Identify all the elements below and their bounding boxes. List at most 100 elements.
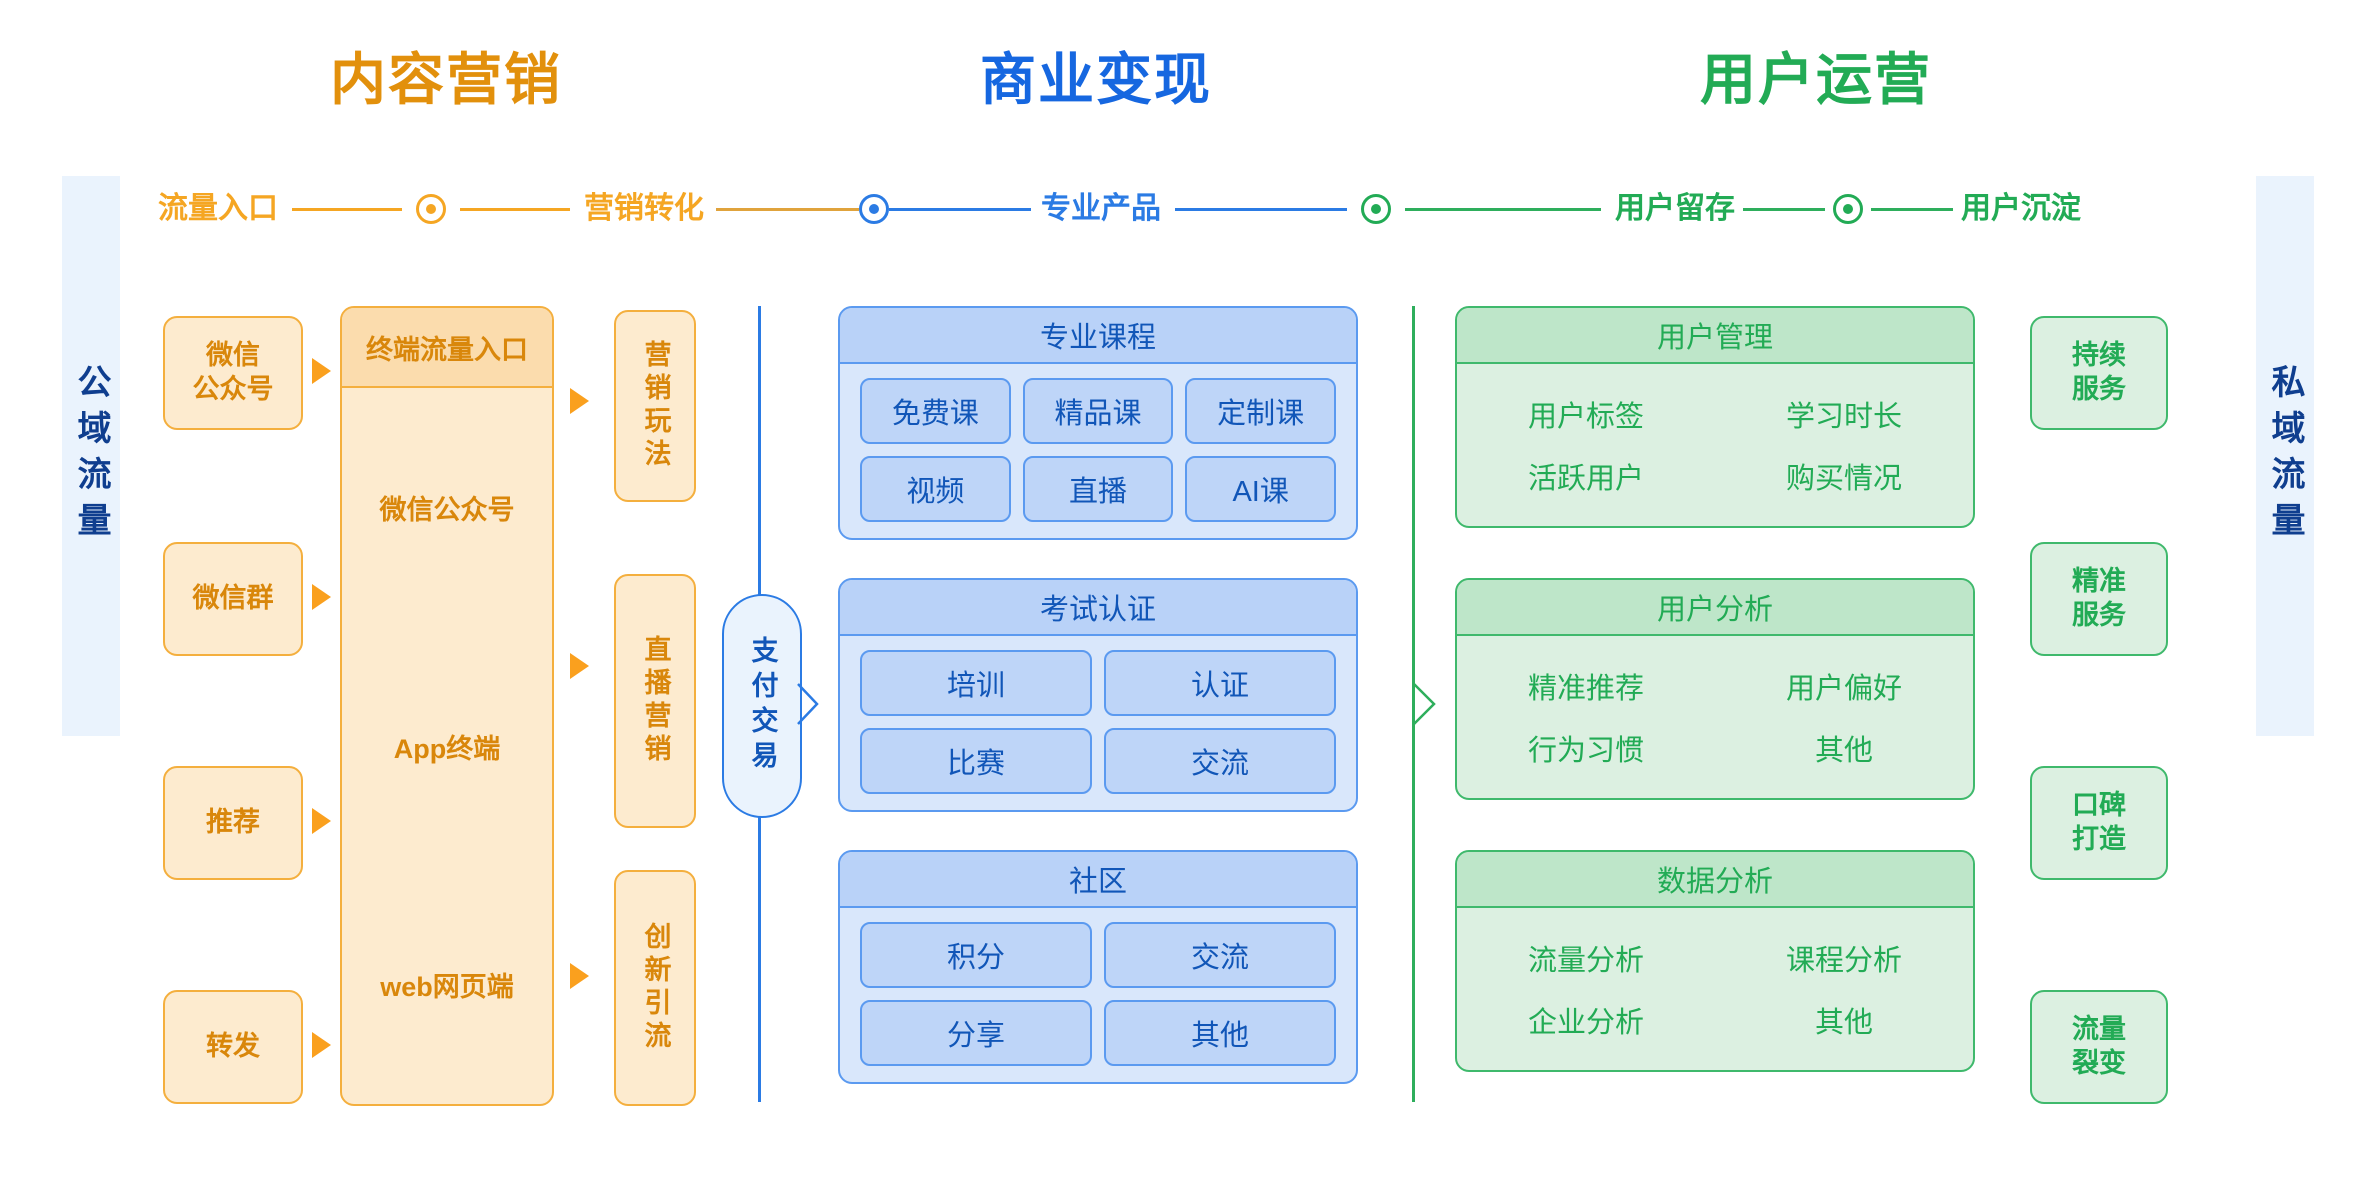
payment-transaction-label: 支付交易 <box>747 636 778 776</box>
terminal-traffic-entry-box[interactable]: 终端流量入口 微信公众号 App终端 web网页端 <box>340 306 554 1106</box>
terminal-traffic-entry-header: 终端流量入口 <box>342 308 552 388</box>
arrow-right-icon-6 <box>570 653 589 679</box>
outcome-chip-line2: 服务 <box>2072 600 2126 630</box>
product-chip-exchange[interactable]: 交流 <box>1104 922 1336 988</box>
timeline-node-1 <box>416 194 446 224</box>
timeline-segment-5b <box>1871 207 1953 211</box>
product-chip-other[interactable]: 其他 <box>1104 1000 1336 1066</box>
entry-chip-forward[interactable]: 转发 <box>163 990 303 1104</box>
payment-chevron-icon <box>797 683 819 725</box>
product-panel-title: 社区 <box>840 852 1356 908</box>
timeline-label-traffic-entry: 流量入口 <box>158 192 278 225</box>
operation-item-traffic-analysis[interactable]: 流量分析 <box>1527 945 1644 977</box>
operation-panel-grid: 流量分析 课程分析 企业分析 其他 <box>1457 908 1973 1070</box>
outcome-chip-line2: 打造 <box>2072 824 2126 854</box>
operation-panel-title: 用户分析 <box>1457 580 1973 636</box>
product-chip-ai-course[interactable]: AI课 <box>1185 456 1336 522</box>
terminal-item-wechat-official[interactable]: 微信公众号 <box>379 494 515 525</box>
section-title-monetization: 商业变现 <box>980 48 1212 111</box>
timeline-segment-1 <box>292 207 402 211</box>
entry-chip-wechat-official[interactable]: 微信 公众号 <box>163 316 303 430</box>
outcome-chip-reputation-building[interactable]: 口碑 打造 <box>2030 766 2168 880</box>
play-box-marketing-tactics[interactable]: 营销玩法 <box>614 310 696 502</box>
product-panel-exam-certification[interactable]: 考试认证 培训 认证 比赛 交流 <box>838 578 1358 812</box>
play-box-label: 创新引流 <box>640 922 671 1054</box>
operation-panel-user-management[interactable]: 用户管理 用户标签 学习时长 活跃用户 购买情况 <box>1455 306 1975 528</box>
outcome-chip-traffic-fission[interactable]: 流量 裂变 <box>2030 990 2168 1104</box>
product-chip-points[interactable]: 积分 <box>860 922 1092 988</box>
timeline-label-user-precipitation: 用户沉淀 <box>1961 192 2081 225</box>
product-chip-free-course[interactable]: 免费课 <box>860 378 1011 444</box>
product-panel-community[interactable]: 社区 积分 交流 分享 其他 <box>838 850 1358 1084</box>
play-box-label: 直播营销 <box>640 635 671 767</box>
entry-chip-line1: 转发 <box>206 1031 260 1062</box>
timeline-label-marketing-conversion: 营销转化 <box>584 192 704 225</box>
play-box-live-marketing[interactable]: 直播营销 <box>614 574 696 828</box>
product-panel-professional-courses[interactable]: 专业课程 免费课 精品课 定制课 视频 直播 AI课 <box>838 306 1358 540</box>
product-chip-premium-course[interactable]: 精品课 <box>1022 378 1174 444</box>
operation-panel-user-analysis[interactable]: 用户分析 精准推荐 用户偏好 行为习惯 其他 <box>1455 578 1975 800</box>
operation-item-precise-recommendation[interactable]: 精准推荐 <box>1527 673 1644 705</box>
operation-item-behavior-habit[interactable]: 行为习惯 <box>1527 735 1644 767</box>
entry-chip-line2: 公众号 <box>192 374 274 404</box>
timeline-node-2 <box>859 194 889 224</box>
public-domain-traffic-column: 公域流量 <box>62 176 120 736</box>
product-chip-custom-course[interactable]: 定制课 <box>1185 378 1336 444</box>
operation-item-user-tag[interactable]: 用户标签 <box>1527 401 1644 433</box>
operation-item-purchase-status[interactable]: 购买情况 <box>1785 463 1902 495</box>
timeline-segment-3b <box>889 207 1031 211</box>
timeline-segment-4b <box>1405 207 1601 211</box>
arrow-right-icon-3 <box>312 808 331 834</box>
operation-rail-line <box>1412 306 1415 1102</box>
terminal-item-app[interactable]: App终端 <box>393 733 501 764</box>
stage-timeline: 流量入口 营销转化 专业产品 用户留存 用户沉淀 <box>0 186 2378 232</box>
product-chip-certification[interactable]: 认证 <box>1104 650 1336 716</box>
outcome-chip-line2: 裂变 <box>2072 1048 2126 1078</box>
outcome-chip-line1: 流量 <box>2072 1014 2126 1045</box>
timeline-segment-3a <box>716 207 859 211</box>
entry-chip-line1: 微信群 <box>192 583 274 614</box>
entry-chip-wechat-group[interactable]: 微信群 <box>163 542 303 656</box>
timeline-segment-5a <box>1743 207 1825 211</box>
product-chip-live[interactable]: 直播 <box>1022 456 1174 522</box>
operation-item-enterprise-analysis[interactable]: 企业分析 <box>1527 1007 1644 1039</box>
operation-item-other[interactable]: 其他 <box>1814 735 1873 767</box>
operation-panel-grid: 精准推荐 用户偏好 行为习惯 其他 <box>1457 636 1973 798</box>
arrow-right-icon-7 <box>570 963 589 989</box>
operation-item-study-duration[interactable]: 学习时长 <box>1785 401 1902 433</box>
operation-chevron-icon <box>1412 682 1436 726</box>
timeline-label-professional-product: 专业产品 <box>1041 192 1161 225</box>
private-domain-traffic-label: 私域流量 <box>2266 364 2304 548</box>
operation-item-active-users[interactable]: 活跃用户 <box>1527 463 1644 495</box>
section-titles: 内容营销 商业变现 用户运营 <box>0 52 2378 138</box>
timeline-segment-4a <box>1175 207 1347 211</box>
terminal-item-web[interactable]: web网页端 <box>380 972 514 1003</box>
product-chip-video[interactable]: 视频 <box>860 456 1011 522</box>
timeline-node-3 <box>1361 194 1391 224</box>
payment-transaction-pill[interactable]: 支付交易 <box>722 594 802 818</box>
product-panel-title: 专业课程 <box>840 308 1356 364</box>
play-box-innovative-traffic[interactable]: 创新引流 <box>614 870 696 1106</box>
operation-item-user-preference[interactable]: 用户偏好 <box>1785 673 1902 705</box>
outcome-chip-continuous-service[interactable]: 持续 服务 <box>2030 316 2168 430</box>
product-panel-grid: 免费课 精品课 定制课 视频 直播 AI课 <box>840 364 1356 538</box>
operation-item-other[interactable]: 其他 <box>1814 1007 1873 1039</box>
operation-item-course-analysis[interactable]: 课程分析 <box>1785 945 1902 977</box>
timeline-label-user-retention: 用户留存 <box>1615 192 1735 225</box>
arrow-right-icon-4 <box>312 1032 331 1058</box>
operation-panel-grid: 用户标签 学习时长 活跃用户 购买情况 <box>1457 364 1973 526</box>
product-panel-grid: 积分 交流 分享 其他 <box>840 908 1356 1082</box>
entry-chip-recommendation[interactable]: 推荐 <box>163 766 303 880</box>
product-chip-training[interactable]: 培训 <box>860 650 1092 716</box>
arrow-right-icon-2 <box>312 584 331 610</box>
public-domain-traffic-label: 公域流量 <box>72 364 110 548</box>
outcome-chip-line1: 口碑 <box>2072 790 2126 821</box>
product-chip-exchange[interactable]: 交流 <box>1104 728 1336 794</box>
product-chip-competition[interactable]: 比赛 <box>860 728 1092 794</box>
outcome-chip-precise-service[interactable]: 精准 服务 <box>2030 542 2168 656</box>
timeline-segment-2 <box>460 207 570 211</box>
product-chip-share[interactable]: 分享 <box>860 1000 1092 1066</box>
operation-panel-data-analysis[interactable]: 数据分析 流量分析 课程分析 企业分析 其他 <box>1455 850 1975 1072</box>
private-domain-traffic-column: 私域流量 <box>2256 176 2314 736</box>
